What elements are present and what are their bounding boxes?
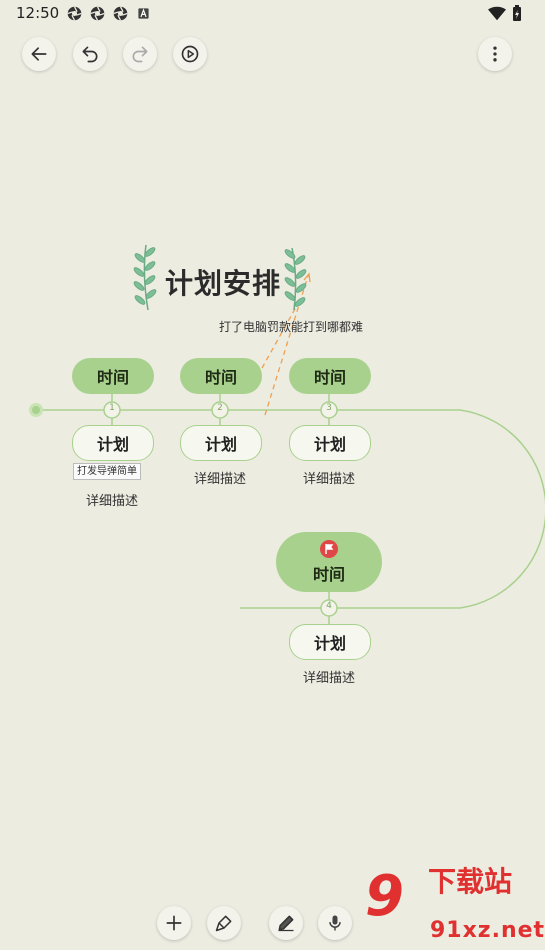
- leaf-right-icon: [284, 247, 307, 311]
- battery-icon: [513, 5, 521, 21]
- node-desc-4[interactable]: 详细描述: [302, 671, 355, 686]
- aperture-icon: [113, 6, 128, 21]
- aperture-icon: [90, 6, 105, 21]
- aperture-icon: [67, 6, 82, 21]
- node-time-4[interactable]: 时间: [276, 532, 382, 592]
- node-index: 2: [217, 403, 223, 413]
- status-time: 12:50: [16, 4, 60, 22]
- node-plan-2[interactable]: 计划: [180, 425, 262, 461]
- mic-button[interactable]: [318, 906, 352, 940]
- redo-button[interactable]: [123, 37, 157, 71]
- node-time-3[interactable]: 时间: [289, 358, 371, 394]
- watermark-brand: 下载站: [428, 865, 513, 898]
- status-notification-icons: [66, 5, 152, 22]
- mic-icon: [329, 915, 341, 931]
- leaf-left-icon: [133, 244, 157, 311]
- watermark: 9 下载站 91xz.net: [365, 860, 544, 950]
- undo-icon: [82, 46, 98, 63]
- status-system-icons: [488, 5, 522, 22]
- mindmap-title[interactable]: 计划安排: [165, 267, 282, 300]
- more-options-button[interactable]: [478, 37, 512, 71]
- node-index: 1: [109, 403, 115, 413]
- node-index-circle: [103, 401, 121, 419]
- watermark-logo: 9: [365, 864, 404, 929]
- node-desc-1[interactable]: 详细描述: [85, 494, 138, 509]
- flag-icon: [320, 539, 338, 558]
- back-arrow-icon: [31, 47, 47, 61]
- watermark-domain: 91xz.net: [430, 918, 545, 943]
- node-index-circle: [211, 401, 229, 419]
- redo-icon: [132, 46, 148, 63]
- add-icon: [166, 915, 182, 931]
- brush-icon: [215, 915, 232, 932]
- node-desc-3[interactable]: 详细描述: [302, 472, 355, 487]
- node-time-1[interactable]: 时间: [72, 358, 154, 394]
- pencil-icon: [278, 915, 294, 932]
- node-index-circle: [320, 401, 338, 419]
- node-desc-2[interactable]: 详细描述: [193, 472, 246, 487]
- node-tooltip: 打发导弹简单: [73, 463, 141, 480]
- back-button[interactable]: [22, 37, 56, 71]
- undo-button[interactable]: [73, 37, 107, 71]
- node-time-2[interactable]: 时间: [180, 358, 262, 394]
- dashed-arrow: [261, 299, 301, 369]
- node-index: 4: [326, 601, 332, 611]
- pencil-button[interactable]: [269, 906, 303, 940]
- play-icon: [181, 45, 199, 63]
- more-vert-icon: [493, 46, 497, 62]
- node-plan-3[interactable]: 计划: [289, 425, 371, 461]
- brush-button[interactable]: [207, 906, 241, 940]
- timeline-curve: [459, 409, 545, 609]
- node-index-circle: [320, 599, 338, 617]
- node-plan-1[interactable]: 计划: [72, 425, 154, 461]
- add-button[interactable]: [157, 906, 191, 940]
- node-index: 3: [326, 403, 332, 413]
- annotation-text[interactable]: 打了电脑罚款能打到哪都难: [219, 320, 364, 334]
- a-badge-icon: [138, 8, 149, 19]
- node-time-4-label: 时间: [312, 564, 345, 584]
- mindmap-connectors: [29, 244, 545, 624]
- wifi-icon: [488, 6, 506, 20]
- status-bar: 12:50: [0, 0, 534, 28]
- node-plan-4[interactable]: 计划: [289, 624, 371, 660]
- play-button[interactable]: [173, 37, 207, 71]
